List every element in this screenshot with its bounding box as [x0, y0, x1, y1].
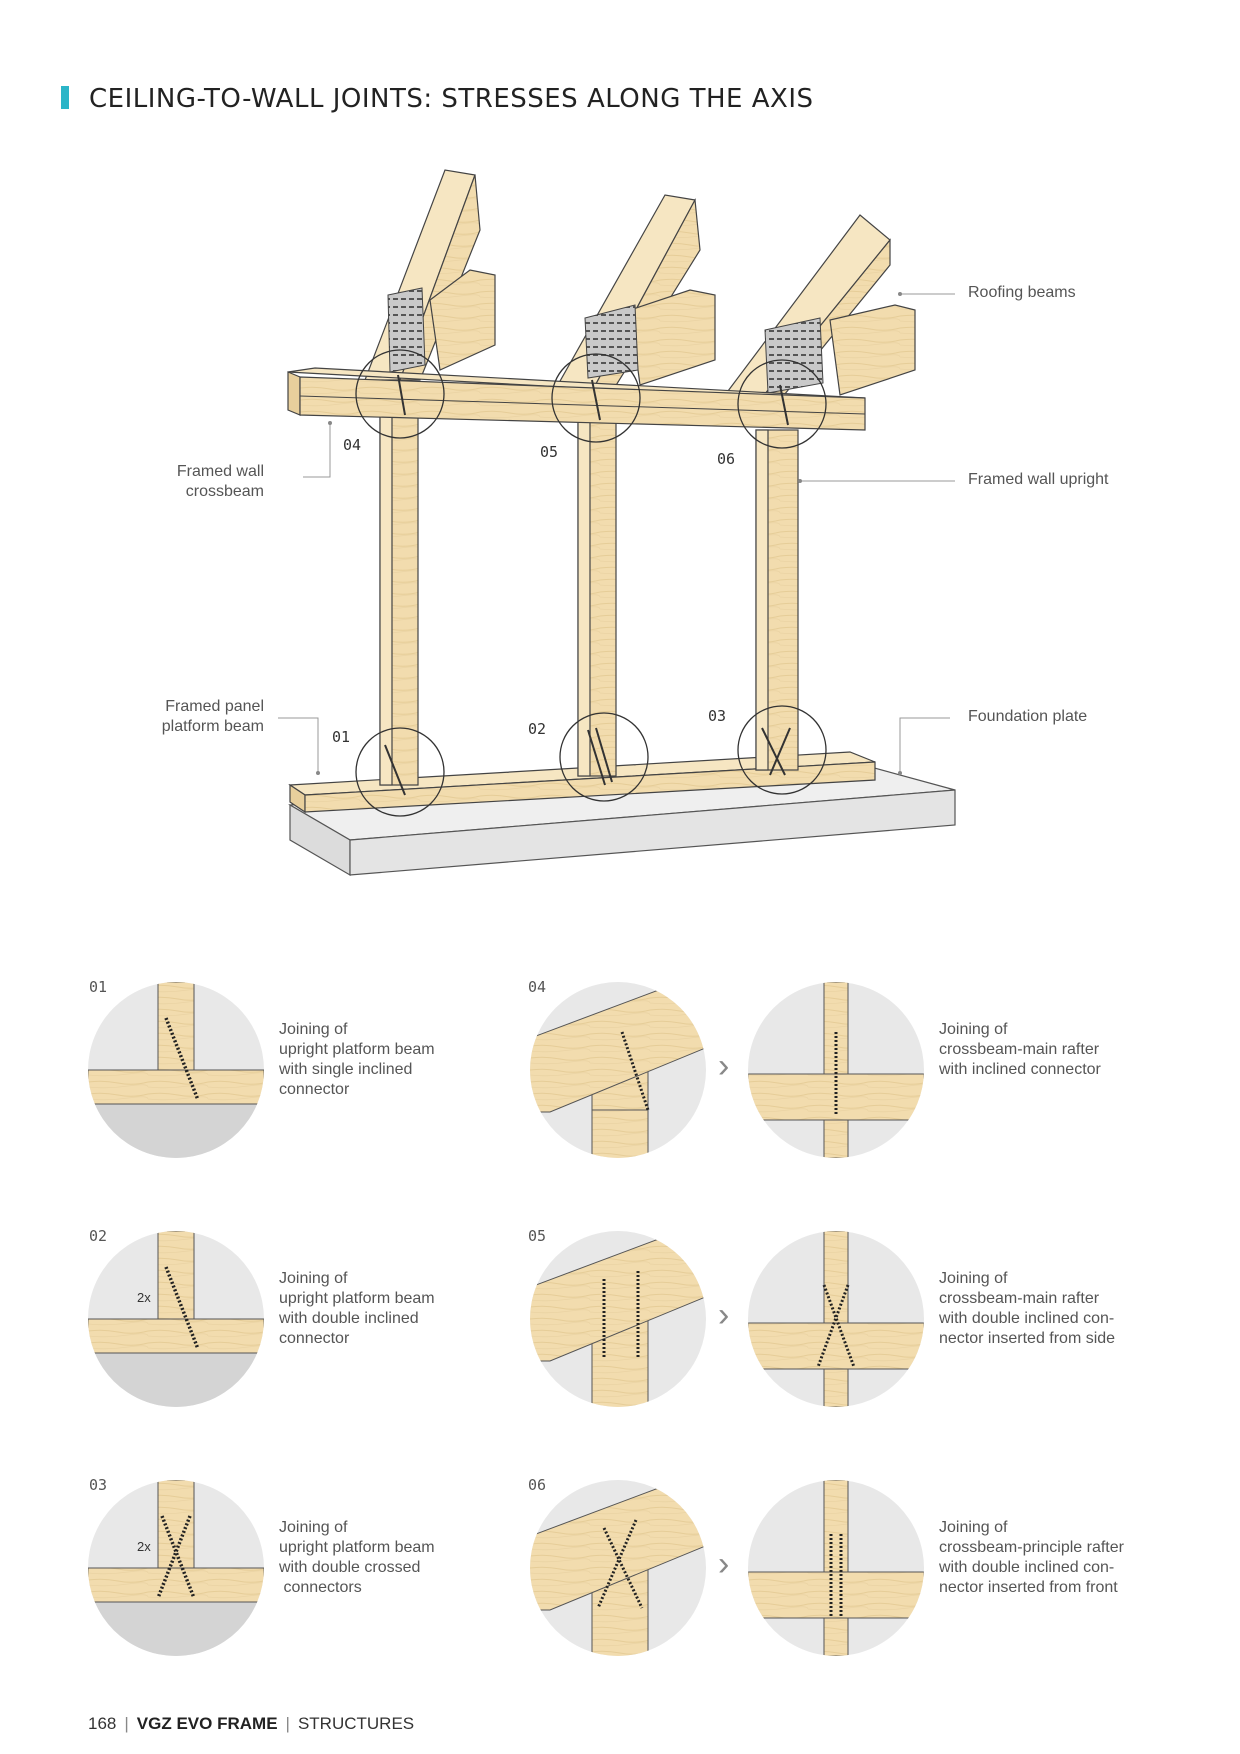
desc-line: nector inserted from front: [939, 1579, 1118, 1596]
chevron-right-icon: ›: [718, 1047, 730, 1085]
desc-line: upright platform beam: [279, 1041, 435, 1058]
detail-number-04: 04: [528, 978, 547, 996]
detail-02-illustration: [88, 1231, 264, 1407]
title-accent-bar: [61, 86, 69, 109]
joint-circle-04: [355, 349, 445, 439]
joint-number-03: 03: [708, 707, 727, 725]
detail-06-front-view: [748, 1480, 924, 1656]
detail-number-03: 03: [89, 1476, 108, 1494]
desc-line: Joining of: [279, 1519, 348, 1536]
label-framed-panel-platform-beam: Framed panel platform beam: [130, 697, 264, 737]
detail-number-01: 01: [89, 978, 108, 996]
detail-number-05: 05: [528, 1227, 547, 1245]
desc-line: upright platform beam: [279, 1290, 435, 1307]
desc-line: Joining of: [279, 1021, 348, 1038]
desc-line: nector inserted from side: [939, 1330, 1116, 1347]
rafter-2: [554, 194, 716, 396]
crossbeam-side: [299, 376, 866, 431]
joint-circle-01: [355, 727, 445, 817]
joint-circle-02: [559, 712, 649, 802]
crossbeam-front: [287, 371, 301, 416]
joint-number-05: 05: [540, 443, 559, 461]
label-line: platform beam: [161, 718, 264, 735]
joint-circle-03: [737, 705, 827, 795]
page-number: 168: [88, 1714, 117, 1733]
desc-line: connector: [279, 1330, 350, 1347]
label-foundation-plate: Foundation plate: [968, 708, 1088, 725]
detail-03-illustration: [88, 1480, 264, 1656]
joint-number-04: 04: [343, 436, 362, 454]
detail-number-06: 06: [528, 1476, 547, 1494]
upright-1: [379, 409, 419, 786]
desc-line: connector: [279, 1081, 350, 1098]
desc-line: with inclined connector: [939, 1061, 1101, 1078]
desc-line: crossbeam-main rafter: [939, 1041, 1100, 1058]
joint-number-06: 06: [717, 450, 736, 468]
joint-circle-05: [551, 353, 641, 443]
detail-02-multiplier: 2x: [137, 1290, 151, 1305]
desc-line: upright platform beam: [279, 1539, 435, 1556]
detail-05-side-view: [530, 1231, 706, 1407]
chevron-right-icon: ›: [718, 1296, 730, 1334]
frame-assembly-diagram: [278, 169, 956, 877]
page-footer: 168 | VGZ EVO FRAME | STRUCTURES: [88, 1714, 414, 1734]
rafter-1: [364, 169, 496, 381]
label-line: crossbeam: [185, 483, 264, 500]
desc-line: with single inclined: [279, 1061, 413, 1078]
desc-line: crossbeam-main rafter: [939, 1290, 1100, 1307]
joint-circle-06: [737, 359, 827, 449]
label-roofing-beams: Roofing beams: [968, 284, 1076, 301]
footer-separator: |: [124, 1714, 129, 1733]
label-framed-wall-crossbeam: Framed wall crossbeam: [150, 462, 264, 502]
detail-04-side-view: [530, 982, 706, 1158]
footer-product: VGZ EVO FRAME: [136, 1714, 278, 1733]
detail-06-description: Joining of crossbeam-principle rafter wi…: [939, 1518, 1159, 1598]
foundation-slab-side: [349, 789, 956, 876]
upright-3: [755, 429, 799, 771]
joint-number-02: 02: [528, 720, 547, 738]
detail-05-front-view: [748, 1231, 924, 1407]
detail-03-multiplier: 2x: [137, 1539, 151, 1554]
desc-line: with double crossed: [279, 1559, 421, 1576]
detail-01-illustration: [88, 982, 264, 1158]
detail-06-side-view: [530, 1480, 706, 1656]
footer-section: STRUCTURES: [297, 1714, 415, 1733]
desc-line: Joining of: [939, 1021, 1008, 1038]
desc-line: with double inclined: [279, 1310, 419, 1327]
detail-04-front-view: [748, 982, 924, 1158]
label-line: Framed wall: [176, 463, 264, 480]
detail-number-02: 02: [89, 1227, 108, 1245]
upright-2: [577, 419, 617, 777]
desc-line: Joining of: [939, 1519, 1008, 1536]
detail-05-description: Joining of crossbeam-main rafter with do…: [939, 1269, 1159, 1349]
desc-line: crossbeam-principle rafter: [939, 1539, 1124, 1556]
label-line: Framed panel: [165, 698, 264, 715]
desc-line: with double inclined con-: [939, 1559, 1115, 1576]
footer-separator: |: [285, 1714, 290, 1733]
page-title: CEILING-TO-WALL JOINTS: STRESSES ALONG T…: [89, 84, 814, 114]
desc-line: with double inclined con-: [939, 1310, 1115, 1327]
detail-04-description: Joining of crossbeam-main rafter with in…: [939, 1020, 1159, 1080]
desc-line: connectors: [279, 1579, 362, 1596]
detail-03-description: Joining of upright platform beam with do…: [279, 1518, 499, 1598]
desc-line: Joining of: [939, 1270, 1008, 1287]
detail-01-description: Joining of upright platform beam with si…: [279, 1020, 499, 1100]
platform-beam-side: [304, 761, 876, 813]
rafter-3: [723, 214, 916, 401]
detail-02-description: Joining of upright platform beam with do…: [279, 1269, 499, 1349]
label-framed-wall-upright: Framed wall upright: [968, 471, 1109, 488]
joint-number-01: 01: [332, 728, 351, 746]
desc-line: Joining of: [279, 1270, 348, 1287]
chevron-right-icon: ›: [718, 1545, 730, 1583]
